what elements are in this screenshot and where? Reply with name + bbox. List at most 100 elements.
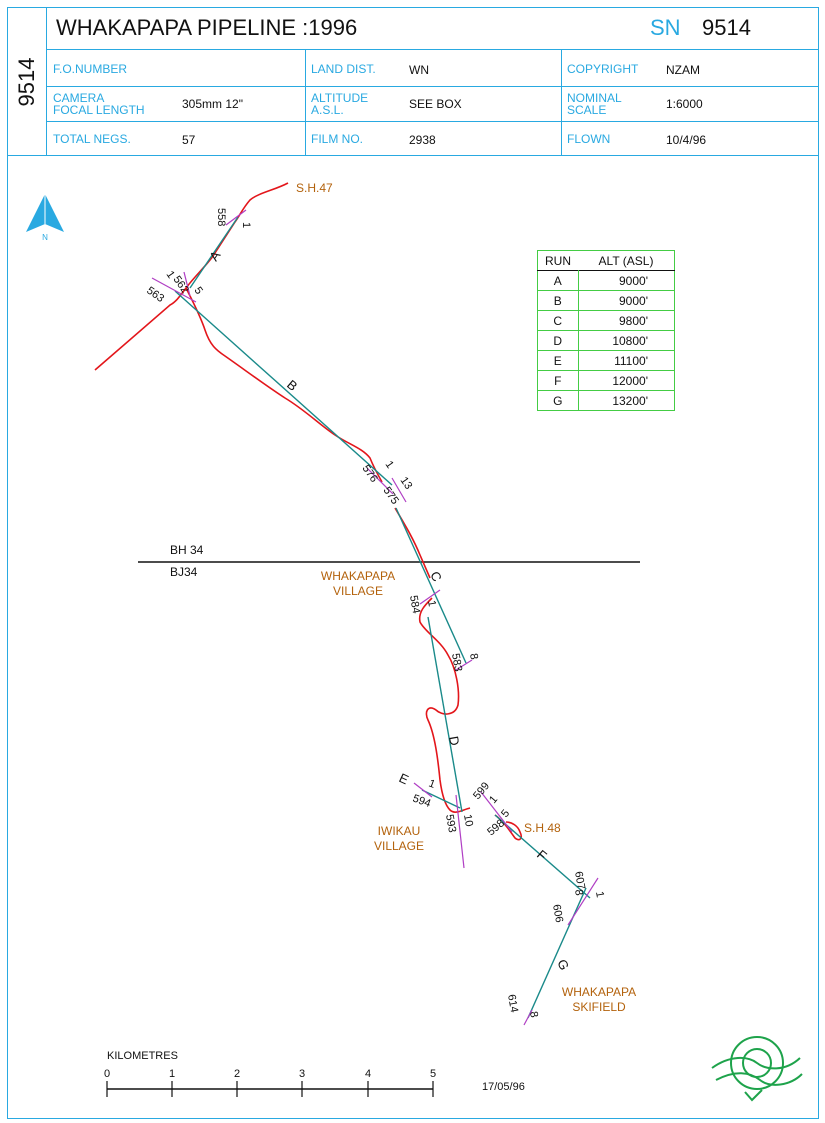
land-dist-label: LAND DIST.	[311, 62, 376, 76]
scale-tick-0: 0	[104, 1068, 110, 1080]
altitude-label-line: ALTITUDE	[311, 91, 369, 105]
sheet-bj34: BJ34	[170, 565, 198, 579]
altitude-value: SEE BOX	[409, 97, 462, 111]
flown-value: 10/4/96	[666, 133, 707, 147]
scale-label-line: SCALE	[567, 103, 607, 117]
frame-8-run-d: 8	[467, 652, 480, 660]
grid-line	[47, 121, 819, 122]
run-cell: F	[537, 370, 579, 391]
copyright-value: NZAM	[666, 63, 700, 77]
run-letter-g: G	[554, 957, 572, 973]
fo-number-label: F.O.NUMBER	[53, 62, 128, 76]
map-title: WHAKAPAPA PIPELINE :1996	[56, 15, 358, 40]
frame-614: 614	[505, 993, 520, 1013]
table-header-row: RUN ALT (ASL)	[537, 250, 675, 271]
film-no-value: 2938	[409, 133, 436, 147]
nominal-label-line: NOMINAL	[567, 91, 622, 105]
table-row: G 13200'	[537, 390, 675, 411]
run-cell: G	[537, 390, 579, 411]
frame-1-run-c: 1	[383, 459, 396, 471]
table-row: F 12000'	[537, 370, 675, 391]
total-negs-value: 57	[182, 133, 196, 147]
altitude-cell: 13200'	[612, 393, 648, 408]
frame-594: 594	[411, 793, 432, 811]
land-dist-value: WN	[409, 63, 429, 77]
scale-tick-5: 5	[430, 1068, 436, 1080]
altitude-cell: 12000'	[612, 373, 648, 388]
frame-607: 607	[572, 870, 587, 890]
frame-8-run-h: 8	[527, 1010, 540, 1018]
flown-label: FLOWN	[567, 132, 611, 146]
frame-5-run-b: 5	[192, 285, 205, 297]
frame-583: 583	[449, 652, 464, 672]
run-letter-e: E	[397, 770, 411, 787]
grid-line	[305, 49, 306, 156]
place-skifield-2: SKIFIELD	[572, 1000, 626, 1014]
frame-1-run-d: 1	[425, 599, 438, 607]
altitude-cell: 9800'	[619, 313, 648, 328]
north-arrow-icon: N	[26, 194, 64, 242]
run-end-markers	[151, 209, 599, 1026]
table-row: D 10800'	[537, 330, 675, 351]
focal-length-label-line: FOCAL LENGTH	[53, 103, 145, 117]
scale-tick-3: 3	[299, 1068, 305, 1080]
title-block	[7, 7, 819, 156]
scale-tick-2: 2	[234, 1068, 240, 1080]
sn-value: 9514	[702, 15, 751, 40]
scale-tick-4: 4	[365, 1068, 371, 1080]
frame-1-run-f: 1	[487, 794, 500, 806]
place-whakapapa-village-2: VILLAGE	[333, 584, 383, 598]
run-cell: B	[537, 290, 579, 311]
camera-value: 305mm 12"	[182, 97, 243, 111]
scale-bar-date: 17/05/96	[482, 1081, 525, 1093]
run-column-header: RUN	[545, 253, 571, 268]
scale-bar: KILOMETRES 0 1 2 3 4 5 17/05/96	[104, 1050, 525, 1097]
scale-value: 1:6000	[666, 97, 703, 111]
run-cell: A	[537, 270, 579, 291]
total-negs-label: TOTAL NEGS.	[53, 132, 131, 146]
grid-line	[47, 86, 819, 87]
camera-label-line: CAMERA	[53, 91, 105, 105]
film-no-label: FILM NO.	[311, 132, 364, 146]
sn-label: SN	[650, 15, 681, 40]
frame-1-run-e: 1	[427, 778, 437, 791]
run-cell: C	[537, 310, 579, 331]
asl-label-line: A.S.L.	[311, 103, 344, 117]
frame-584: 584	[407, 594, 422, 614]
frame-1-run-a: 1	[240, 222, 252, 228]
map-frame	[7, 7, 819, 1119]
flight-lines	[174, 216, 591, 1019]
frame-576: 576	[360, 463, 380, 485]
altitude-cell: 11100'	[614, 353, 648, 368]
frame-606: 606	[550, 903, 565, 923]
grid-line	[561, 49, 562, 156]
frame-8-run-g: 8	[572, 888, 585, 896]
place-iwikau-2: VILLAGE	[374, 839, 424, 853]
frame-1-run-g: 1	[593, 890, 606, 898]
frame-558: 558	[215, 208, 227, 226]
frame-593: 593	[443, 813, 458, 833]
place-sh47: S.H.47	[296, 181, 333, 195]
frame-1-run-b: 1	[164, 269, 177, 281]
table-row: A 9000'	[537, 270, 675, 291]
copyright-label: COPYRIGHT	[567, 62, 639, 76]
scale-tick-1: 1	[169, 1068, 175, 1080]
nz-aerial-mapping-logo-icon	[711, 1036, 803, 1102]
alt-column-header: ALT (ASL)	[598, 253, 654, 268]
run-letter-d: D	[446, 735, 462, 747]
sheet-bh34: BH 34	[170, 543, 204, 557]
north-label: N	[42, 233, 48, 242]
run-cell: D	[537, 330, 579, 351]
altitude-cell: 9000'	[619, 273, 648, 288]
altitude-cell: 10800'	[612, 333, 648, 348]
place-whakapapa-village-1: WHAKAPAPA	[321, 569, 395, 583]
place-iwikau-1: IWIKAU	[378, 824, 421, 838]
place-sh48: S.H.48	[524, 821, 561, 835]
